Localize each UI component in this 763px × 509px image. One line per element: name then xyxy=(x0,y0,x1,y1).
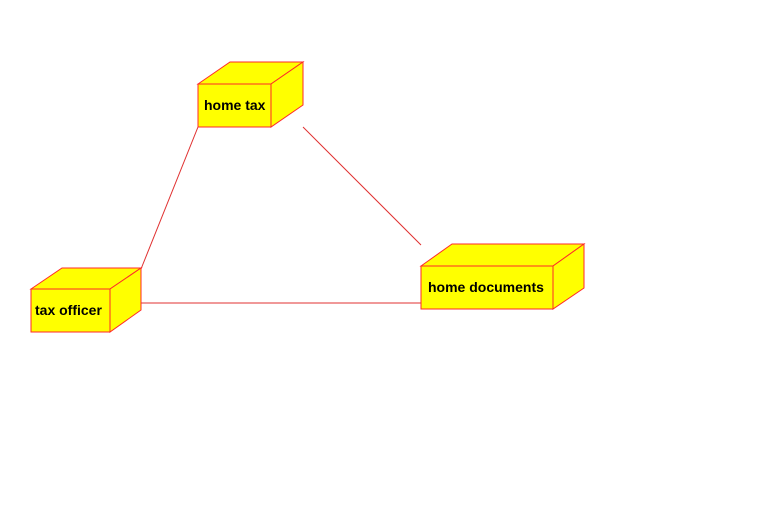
connector-home-tax-tax-officer[interactable] xyxy=(140,126,199,270)
node-home-tax-front-face xyxy=(197,83,272,128)
node-home-documents[interactable]: home documents xyxy=(419,243,586,310)
node-home-tax-label: home tax xyxy=(204,97,266,113)
node-tax-officer-label: tax officer xyxy=(35,302,102,318)
node-tax-officer[interactable]: tax officer xyxy=(29,267,143,333)
connector-home-tax-home-documents[interactable] xyxy=(302,126,422,246)
connectors xyxy=(140,126,422,304)
node-home-documents-label: home documents xyxy=(428,279,544,295)
node-tax-officer-front-face xyxy=(30,288,111,333)
node-home-tax[interactable]: home tax xyxy=(196,61,305,128)
node-home-documents-front-face xyxy=(420,265,554,310)
